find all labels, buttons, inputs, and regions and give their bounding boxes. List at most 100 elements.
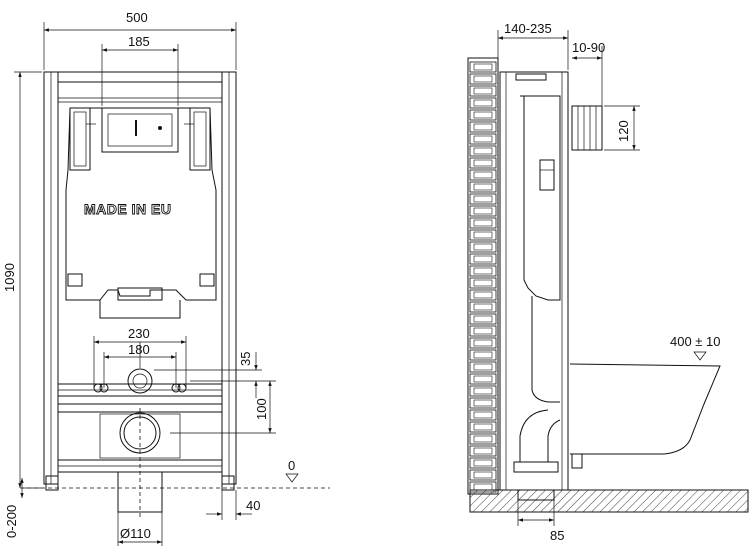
dim-leg-adjust: 0-200 [4,478,42,538]
brick [469,433,497,445]
brick-core [473,147,493,155]
brick-core [473,171,493,179]
pipe-connectors [93,342,187,394]
svg-text:400 ± 10: 400 ± 10 [670,334,721,349]
dim-depth-range: 140-235 [497,21,569,70]
brick-core [473,123,493,131]
brick [469,169,497,181]
svg-text:10-90: 10-90 [572,40,605,55]
front-view: MADE IN EU [2,10,330,546]
dim-frame-width: 500 [43,10,237,70]
brick [469,145,497,157]
dim-drain-offset: 85 [517,500,564,543]
brick-core [473,159,493,167]
brick [469,301,497,313]
brick-core [473,231,493,239]
flush-plate [571,105,603,151]
brick [469,469,497,481]
brick [469,421,497,433]
frame-uprights [43,71,237,485]
brick [469,229,497,241]
brick-core [473,339,493,347]
brick [469,265,497,277]
brick [469,361,497,373]
brick-core [473,219,493,227]
legs [45,475,235,491]
side-view: 140-235 10-90 120 400 ± 10 85 [467,21,749,543]
svg-text:185: 185 [128,34,150,49]
brick-core [473,291,493,299]
brick-core [473,99,493,107]
svg-text:Ø110: Ø110 [120,526,151,541]
brick-core [473,267,493,275]
brick [469,109,497,121]
brick-core [473,411,493,419]
brick [469,61,497,73]
brick-core [473,399,493,407]
svg-text:40: 40 [246,498,260,513]
brick [469,313,497,325]
brick-core [473,207,493,215]
brick [469,85,497,97]
frame-profile [499,71,569,501]
brick [469,133,497,145]
svg-text:500: 500 [126,10,148,25]
brick-core [473,279,493,287]
brick-core [473,135,493,143]
brick [469,181,497,193]
svg-text:35: 35 [238,352,253,366]
brick-core [473,195,493,203]
brick [469,253,497,265]
brick [469,73,497,85]
brick [469,289,497,301]
brick [469,121,497,133]
brick-core [473,75,493,83]
brick-core [473,315,493,323]
brick-core [473,351,493,359]
brick-core [473,471,493,479]
brick [469,349,497,361]
brick [469,157,497,169]
brick-core [473,459,493,467]
brick [469,337,497,349]
brick-core [473,363,493,371]
brick [469,277,497,289]
svg-text:180: 180 [128,342,150,357]
brick-core [473,447,493,455]
brick-core [473,435,493,443]
brick-core [473,111,493,119]
svg-text:100: 100 [254,398,269,420]
dim-floor-level: 0 [285,458,299,483]
brick [469,373,497,385]
svg-text:230: 230 [128,326,150,341]
brick [469,217,497,229]
brick-core [473,423,493,431]
brick-core [473,255,493,263]
dim-leg-offset: 40 [206,490,260,520]
brick-core [473,183,493,191]
floor [469,489,749,513]
brick-core [473,87,493,95]
dim-drain-diameter: Ø110 [117,512,163,546]
brick-core [473,303,493,311]
dim-height: 1090 [2,71,42,488]
brick [469,325,497,337]
brick [469,385,497,397]
dim-bowl-height: 400 ± 10 [670,334,721,361]
brick [469,397,497,409]
cistern [65,107,217,319]
svg-text:1090: 1090 [2,263,17,292]
dim-vertical-offsets: 35 100 [154,352,276,434]
svg-text:120: 120 [616,120,631,142]
toilet-bowl [569,363,721,469]
brick-core [473,243,493,251]
brick-core [473,327,493,335]
brick [469,97,497,109]
brick [469,193,497,205]
brick [469,445,497,457]
made-in-eu-label: MADE IN EU [84,201,171,217]
svg-text:0-200: 0-200 [4,505,19,538]
dim-flush-depth: 10-90 [572,40,605,106]
svg-text:140-235: 140-235 [504,21,552,36]
